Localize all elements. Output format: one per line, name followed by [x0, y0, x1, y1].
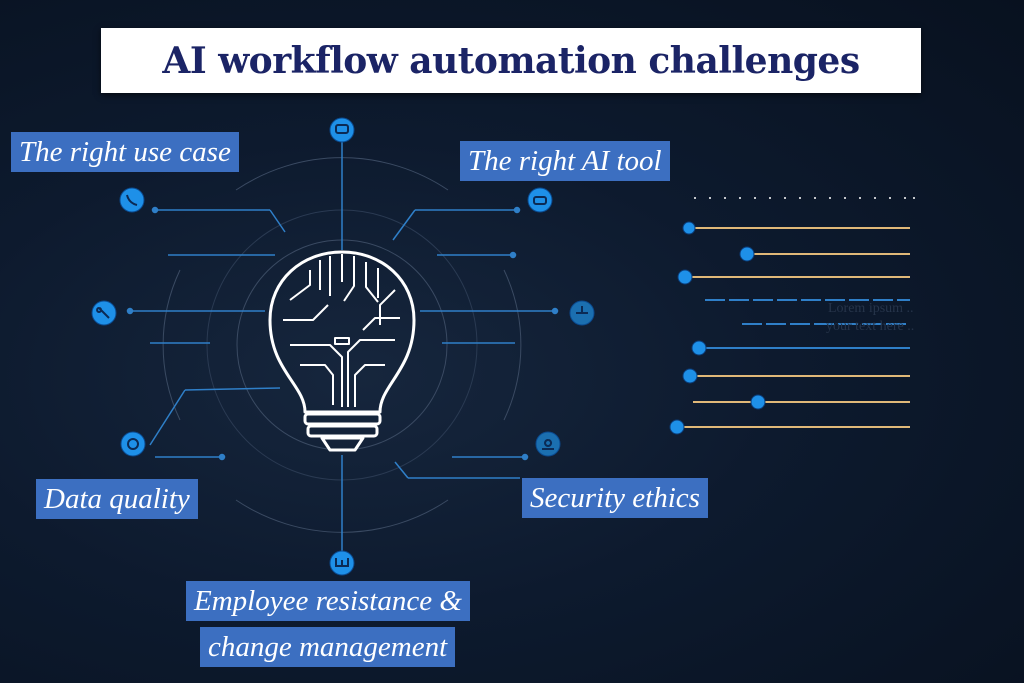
- label-ai-tool: The right AI tool: [460, 141, 670, 181]
- label-data-quality: Data quality: [36, 479, 198, 519]
- label-employee-resistance: Employee resistance &: [186, 581, 470, 621]
- phone-icon: [119, 187, 145, 213]
- lightbulb-circuit-icon: [268, 250, 416, 452]
- badge-icon: [535, 431, 561, 457]
- placeholder-text-1: Lorem ipsum ..: [828, 301, 914, 316]
- label-security-ethics: Security ethics: [522, 478, 708, 518]
- label-use-case: The right use case: [11, 132, 239, 172]
- node-icons: [91, 117, 595, 576]
- title-banner: AI workflow automation challenges: [101, 28, 921, 93]
- bars-panel: [669, 197, 915, 435]
- chat-icon: [329, 117, 355, 143]
- placeholder-text-2: your text here ..: [826, 319, 915, 334]
- connector-lines: [126, 140, 559, 555]
- label-change-management: change management: [200, 627, 456, 667]
- dot-row: [694, 197, 915, 199]
- circle-icon: [120, 431, 146, 457]
- car-icon: [527, 187, 553, 213]
- page-title: AI workflow automation challenges: [162, 39, 860, 82]
